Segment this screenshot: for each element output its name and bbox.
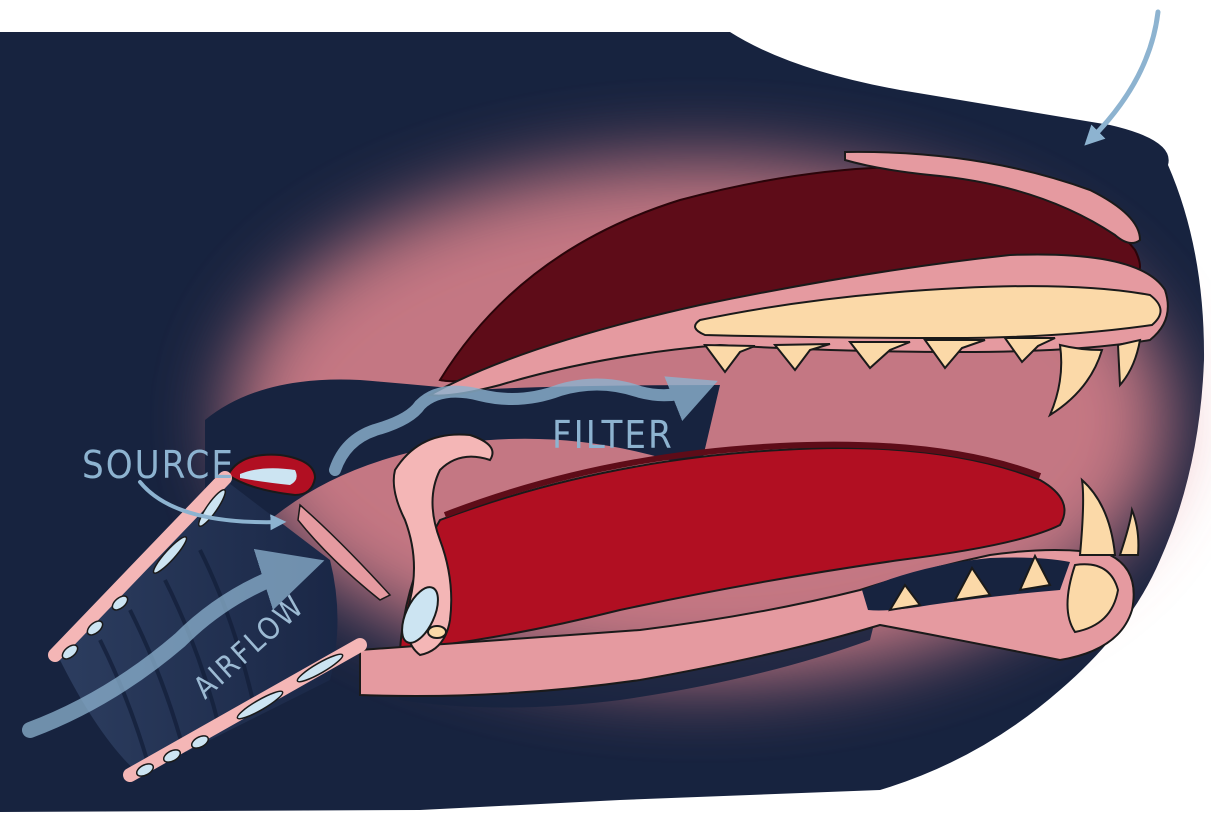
top-arrow	[1090, 12, 1158, 140]
hyoid-bone	[428, 626, 446, 638]
source-label: SOURCE	[82, 443, 235, 487]
filter-label: FILTER	[552, 413, 674, 457]
